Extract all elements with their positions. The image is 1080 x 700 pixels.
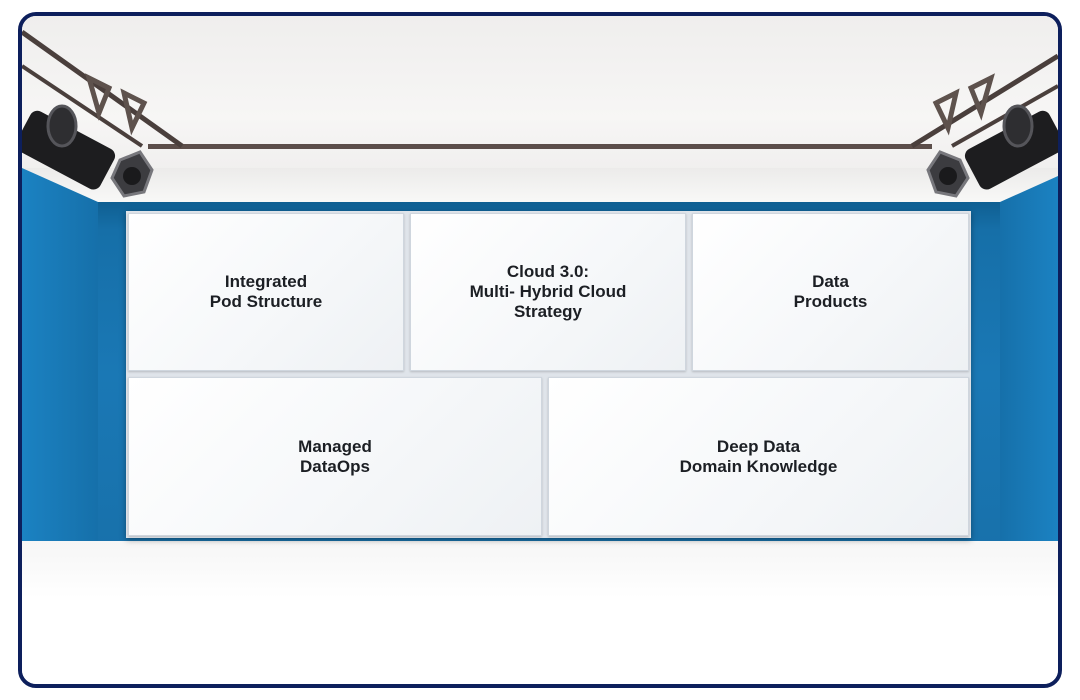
panel-data-products: Data Products	[692, 213, 969, 371]
floor	[22, 541, 1058, 684]
panel-deep-data: Deep Data Domain Knowledge	[548, 377, 969, 536]
lighting-rig	[22, 29, 1058, 198]
spotlight-icon	[926, 73, 1058, 198]
panel-managed-dataops: Managed DataOps	[128, 377, 542, 536]
panel-board: Integrated Pod Structure Cloud 3.0: Mult…	[126, 211, 971, 538]
spotlight-icon	[22, 73, 154, 198]
panel-label: Integrated Pod Structure	[209, 272, 323, 311]
right-wall	[1000, 176, 1058, 567]
ceiling-rail	[148, 144, 932, 149]
panel-label: Data Products	[793, 272, 868, 311]
panel-label: Managed DataOps	[298, 436, 372, 476]
gallery-frame: Integrated Pod Structure Cloud 3.0: Mult…	[18, 12, 1062, 688]
ceiling-edge	[22, 168, 1058, 202]
panel-label: Deep Data Domain Knowledge	[679, 436, 838, 476]
panel-label: Cloud 3.0: Multi- Hybrid Cloud Strategy	[469, 262, 627, 321]
panel-cloud: Cloud 3.0: Multi- Hybrid Cloud Strategy	[410, 213, 686, 371]
left-wall	[22, 168, 98, 567]
panel-integrated-pod: Integrated Pod Structure	[128, 213, 404, 371]
room-walls	[22, 168, 1058, 567]
